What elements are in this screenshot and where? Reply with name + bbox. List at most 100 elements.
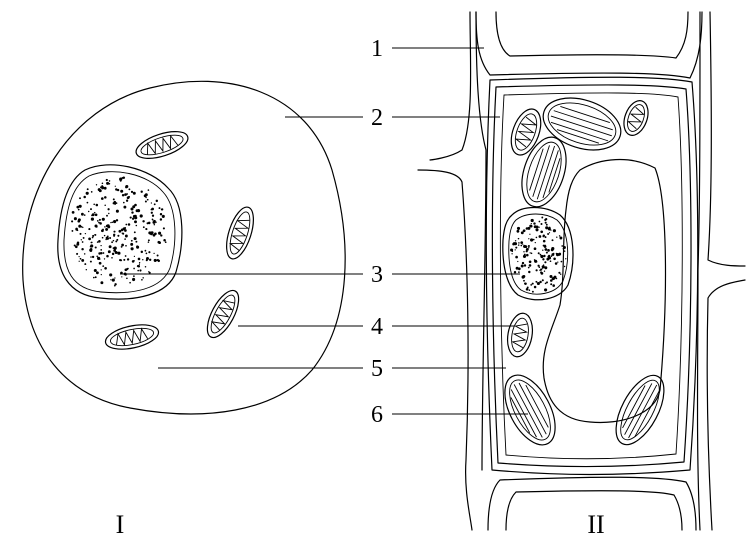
chromatin-dot [117,235,119,237]
chromatin-dot [131,240,133,242]
chromatin-dot [532,291,534,293]
chromatin-dot [549,275,552,278]
chromatin-dot [82,227,83,228]
chromatin-dot [92,256,94,258]
left-neighbour-wall [430,12,471,160]
chromatin-dot [96,271,99,274]
chromatin-dot [121,244,124,247]
chromatin-dot [104,258,105,259]
chromatin-dot [142,220,144,222]
chromatin-dot [564,250,566,252]
chromatin-dot [529,260,532,263]
animal-mitochondrion-4 [103,321,160,354]
chromatin-dot [113,198,115,200]
chromatin-dot [81,248,83,250]
chromatin-dot [134,231,136,233]
chromatin-dot [137,270,139,272]
chromatin-dot [82,241,84,243]
chromatin-dot [160,218,162,220]
chromatin-dot [74,217,77,220]
chromatin-dot [159,207,161,209]
chromatin-dot [107,224,110,227]
chromatin-dot [112,253,114,255]
panel-caption-i: I [116,510,125,539]
chromatin-dot [131,191,133,193]
chromatin-dot [84,253,86,255]
chromatin-dot [107,236,109,238]
chromatin-dot [115,186,116,187]
chromatin-dot [121,272,123,274]
chromatin-dot [99,258,100,259]
chromatin-dot [558,272,560,274]
chromatin-dot [107,208,109,210]
chromatin-dot [151,202,152,203]
chromatin-dot [150,232,153,235]
chromatin-dot [134,217,136,219]
left-neighbour-wall-3 [476,12,486,470]
chromatin-dot [547,249,550,252]
chromatin-dot [128,223,131,226]
right-neighbour-wall-2 [707,280,745,530]
chromatin-dot [542,268,543,269]
chromatin-dot [539,235,542,238]
chromatin-dot [554,276,557,279]
chromatin-dot [518,242,520,244]
chromatin-dot [146,253,148,255]
chromatin-dot [518,244,519,245]
chromatin-dot [522,262,524,264]
chromatin-dot [93,277,95,279]
chromatin-dot [104,267,107,270]
chromatin-dot [86,192,89,195]
chromatin-dot [528,238,529,239]
plasma-membrane [500,93,682,459]
chromatin-dot [105,228,108,231]
label-4: 4 [371,314,383,340]
chromatin-dot [545,236,547,238]
chromatin-dot [101,269,102,270]
chromatin-dot [152,219,154,221]
chromatin-dot [134,204,137,207]
chromatin-dot [123,202,125,204]
chromatin-dot [98,252,100,254]
chromatin-dot [109,180,111,182]
chromatin-dot [97,220,99,222]
central-vacuole [543,160,665,423]
chromatin-dot [84,214,86,216]
chromatin-dot [124,229,127,232]
chromatin-dot [154,224,155,225]
chromatin-dot [130,243,133,246]
animal-mitochondrion-3 [201,286,245,342]
chromatin-dot [101,185,103,187]
chromatin-dot [111,241,113,243]
chromatin-dot [536,269,538,271]
chromatin-dot [112,279,115,282]
label-3: 3 [371,262,383,288]
chromatin-dot [552,284,555,287]
chromatin-dot [90,256,92,258]
chromatin-dot [158,232,161,235]
chromatin-dot [134,215,137,218]
chromatin-dot [125,224,127,226]
chromatin-dot [539,281,541,283]
chromatin-dot [96,204,99,207]
chromatin-dot [515,256,518,259]
chromatin-dot [91,218,94,221]
chromatin-dot [142,277,143,278]
chromatin-dot [152,221,155,224]
chromatin-dot [522,244,523,245]
chromatin-dot [113,247,115,249]
right-neighbour-wall [708,12,745,266]
chromatin-dot [136,246,139,249]
chromatin-dot [565,258,566,259]
chromatin-dot [92,235,94,237]
chromatin-dot [125,186,127,188]
chromatin-dot [78,225,81,228]
label-6: 6 [371,402,383,428]
chromatin-dot [96,184,97,185]
chromatin-dot [95,246,97,248]
chromatin-dot [99,262,102,265]
chromatin-dot [90,248,93,251]
chromatin-dot [141,251,143,253]
chromatin-dot [80,258,82,260]
chloroplast-4 [606,368,673,452]
